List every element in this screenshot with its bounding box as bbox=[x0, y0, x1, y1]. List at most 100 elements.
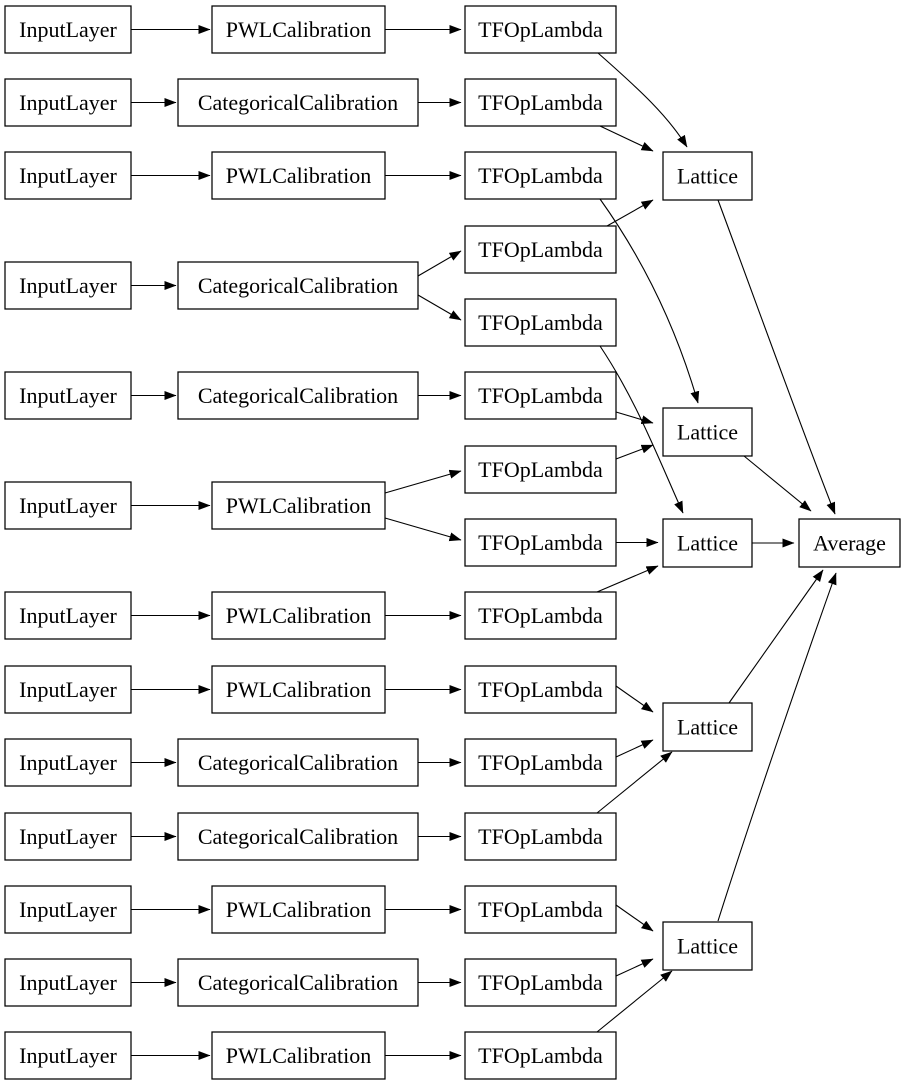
node-categorical-calibration-4: CategoricalCalibration bbox=[177, 261, 419, 310]
node-label-input-layer-13: InputLayer bbox=[19, 1043, 117, 1068]
node-box-categorical-calibration-10 bbox=[177, 812, 419, 861]
edge-tfop-lambda-5-to-lattice-2 bbox=[615, 411, 654, 425]
edge-tfop-lambda-13-to-lattice-5 bbox=[596, 970, 673, 1033]
edge-categorical-calibration-4-to-tfop-lambda-4a bbox=[417, 250, 462, 277]
node-tfop-lambda-8: TFOpLambda bbox=[464, 665, 617, 714]
node-label-input-layer-6: InputLayer bbox=[19, 493, 117, 518]
node-label-tfop-lambda-9: TFOpLambda bbox=[478, 750, 603, 775]
node-box-input-layer-12 bbox=[4, 958, 132, 1007]
node-label-tfop-lambda-13: TFOpLambda bbox=[478, 1043, 603, 1068]
node-box-input-layer-13 bbox=[4, 1031, 132, 1080]
node-box-categorical-calibration-9 bbox=[177, 738, 419, 787]
edge-tfop-lambda-7-to-lattice-3 bbox=[596, 565, 659, 593]
node-label-tfop-lambda-11: TFOpLambda bbox=[478, 897, 603, 922]
node-categorical-calibration-9: CategoricalCalibration bbox=[177, 738, 419, 787]
node-input-layer-6: InputLayer bbox=[4, 481, 132, 530]
node-tfop-lambda-9: TFOpLambda bbox=[464, 738, 617, 787]
node-box-lattice-3 bbox=[662, 518, 753, 568]
node-box-input-layer-8 bbox=[4, 665, 132, 714]
node-label-tfop-lambda-4a: TFOpLambda bbox=[478, 237, 603, 262]
edge-pwl-calibration-6-to-tfop-lambda-6a bbox=[384, 469, 462, 494]
node-tfop-lambda-11: TFOpLambda bbox=[464, 885, 617, 934]
node-label-pwl-calibration-11: PWLCalibration bbox=[226, 897, 371, 922]
node-box-tfop-lambda-6a bbox=[464, 445, 617, 494]
node-label-lattice-1: Lattice bbox=[677, 164, 738, 189]
node-tfop-lambda-1: TFOpLambda bbox=[464, 5, 617, 54]
node-box-input-layer-3 bbox=[4, 151, 132, 200]
node-box-pwl-calibration-11 bbox=[211, 885, 386, 934]
node-tfop-lambda-2: TFOpLambda bbox=[464, 78, 617, 127]
node-label-input-layer-8: InputLayer bbox=[19, 677, 117, 702]
edge-categorical-calibration-4-to-tfop-lambda-4b bbox=[417, 294, 462, 321]
node-label-categorical-calibration-12: CategoricalCalibration bbox=[198, 970, 398, 995]
node-box-tfop-lambda-3 bbox=[464, 151, 617, 200]
node-tfop-lambda-12: TFOpLambda bbox=[464, 958, 617, 1007]
node-box-tfop-lambda-4a bbox=[464, 225, 617, 274]
node-box-input-layer-1 bbox=[4, 5, 132, 54]
node-categorical-calibration-5: CategoricalCalibration bbox=[177, 371, 419, 420]
node-pwl-calibration-1: PWLCalibration bbox=[211, 5, 386, 54]
node-box-input-layer-4 bbox=[4, 261, 132, 310]
node-box-pwl-calibration-1 bbox=[211, 5, 386, 54]
node-input-layer-1: InputLayer bbox=[4, 5, 132, 54]
node-input-layer-7: InputLayer bbox=[4, 591, 132, 640]
edge-tfop-lambda-10-to-lattice-4 bbox=[596, 751, 673, 814]
node-label-pwl-calibration-13: PWLCalibration bbox=[226, 1043, 371, 1068]
node-label-input-layer-3: InputLayer bbox=[19, 163, 117, 188]
node-label-lattice-3: Lattice bbox=[677, 531, 738, 556]
edge-tfop-lambda-8-to-lattice-4 bbox=[615, 685, 654, 713]
node-box-tfop-lambda-10 bbox=[464, 812, 617, 861]
node-box-lattice-4 bbox=[662, 702, 753, 752]
node-box-input-layer-2 bbox=[4, 78, 132, 127]
node-box-tfop-lambda-1 bbox=[464, 5, 617, 54]
node-box-input-layer-6 bbox=[4, 481, 132, 530]
node-lattice-4: Lattice bbox=[662, 702, 753, 752]
node-pwl-calibration-13: PWLCalibration bbox=[211, 1031, 386, 1080]
node-input-layer-3: InputLayer bbox=[4, 151, 132, 200]
node-input-layer-11: InputLayer bbox=[4, 885, 132, 934]
node-categorical-calibration-10: CategoricalCalibration bbox=[177, 812, 419, 861]
node-lattice-5: Lattice bbox=[662, 921, 753, 971]
node-input-layer-5: InputLayer bbox=[4, 371, 132, 420]
node-categorical-calibration-12: CategoricalCalibration bbox=[177, 958, 419, 1007]
node-box-tfop-lambda-12 bbox=[464, 958, 617, 1007]
node-label-tfop-lambda-6b: TFOpLambda bbox=[478, 530, 603, 555]
node-box-categorical-calibration-5 bbox=[177, 371, 419, 420]
node-pwl-calibration-11: PWLCalibration bbox=[211, 885, 386, 934]
node-label-average: Average bbox=[813, 531, 886, 556]
node-box-tfop-lambda-11 bbox=[464, 885, 617, 934]
node-box-lattice-2 bbox=[662, 407, 753, 457]
node-label-lattice-4: Lattice bbox=[677, 715, 738, 740]
node-label-categorical-calibration-10: CategoricalCalibration bbox=[198, 824, 398, 849]
node-box-tfop-lambda-8 bbox=[464, 665, 617, 714]
node-tfop-lambda-6b: TFOpLambda bbox=[464, 518, 617, 567]
node-label-lattice-2: Lattice bbox=[677, 420, 738, 445]
edge-tfop-lambda-4b-to-lattice-3 bbox=[599, 345, 684, 514]
node-label-pwl-calibration-1: PWLCalibration bbox=[226, 17, 371, 42]
node-label-categorical-calibration-4: CategoricalCalibration bbox=[198, 273, 398, 298]
node-input-layer-8: InputLayer bbox=[4, 665, 132, 714]
node-box-input-layer-10 bbox=[4, 812, 132, 861]
node-input-layer-9: InputLayer bbox=[4, 738, 132, 787]
node-box-average bbox=[798, 518, 901, 568]
node-pwl-calibration-6: PWLCalibration bbox=[211, 481, 386, 530]
edges-layer bbox=[131, 25, 837, 1060]
node-input-layer-10: InputLayer bbox=[4, 812, 132, 861]
node-label-input-layer-1: InputLayer bbox=[19, 17, 117, 42]
node-label-pwl-calibration-6: PWLCalibration bbox=[226, 493, 371, 518]
node-label-input-layer-2: InputLayer bbox=[19, 90, 117, 115]
node-tfop-lambda-4b: TFOpLambda bbox=[464, 298, 617, 347]
node-box-categorical-calibration-4 bbox=[177, 261, 419, 310]
node-box-tfop-lambda-7 bbox=[464, 591, 617, 640]
edge-tfop-lambda-12-to-lattice-5 bbox=[615, 958, 654, 977]
node-box-pwl-calibration-3 bbox=[211, 151, 386, 200]
edge-tfop-lambda-9-to-lattice-4 bbox=[615, 739, 654, 758]
node-label-tfop-lambda-7: TFOpLambda bbox=[478, 603, 603, 628]
node-label-tfop-lambda-12: TFOpLambda bbox=[478, 970, 603, 995]
node-pwl-calibration-8: PWLCalibration bbox=[211, 665, 386, 714]
node-tfop-lambda-4a: TFOpLambda bbox=[464, 225, 617, 274]
node-box-tfop-lambda-4b bbox=[464, 298, 617, 347]
node-label-tfop-lambda-4b: TFOpLambda bbox=[478, 310, 603, 335]
node-input-layer-2: InputLayer bbox=[4, 78, 132, 127]
node-label-categorical-calibration-2: CategoricalCalibration bbox=[198, 90, 398, 115]
